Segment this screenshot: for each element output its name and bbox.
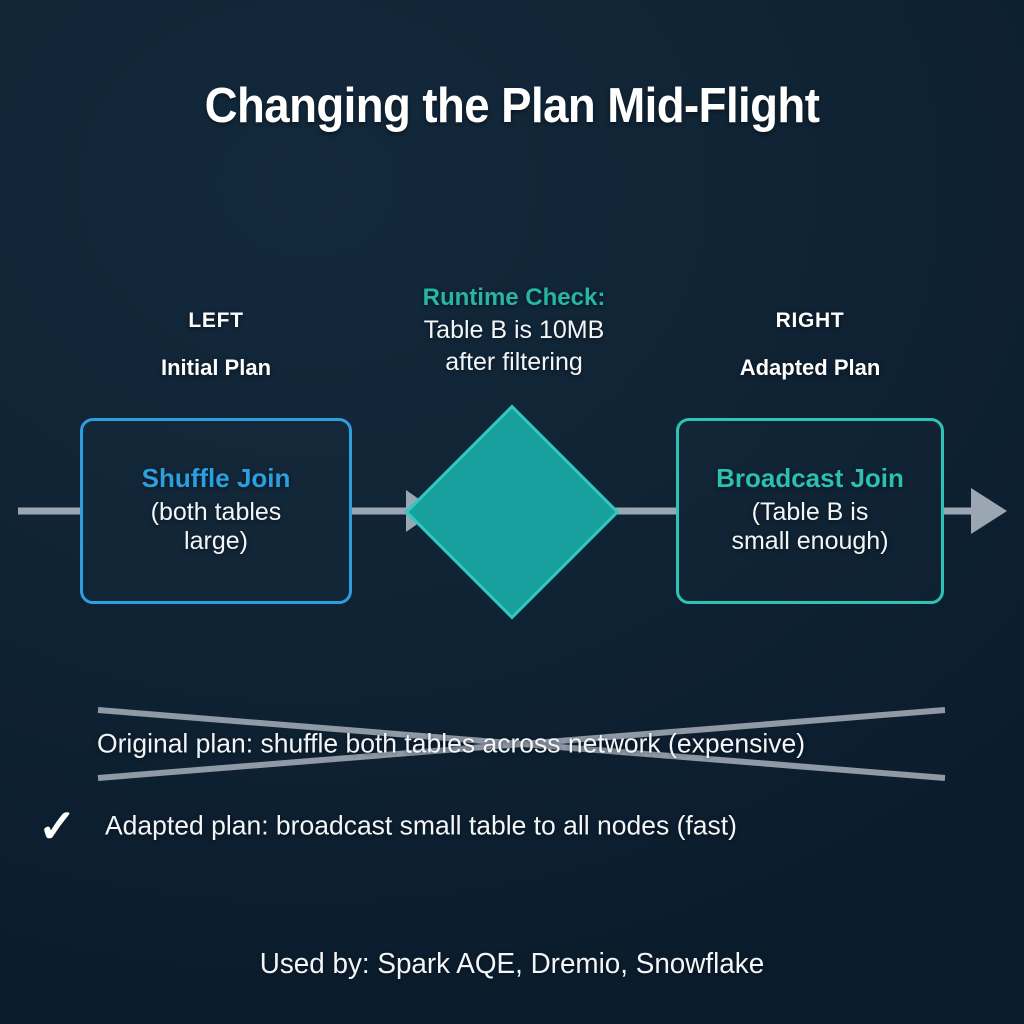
check-icon: ✓	[38, 800, 77, 852]
right-column-caption: RIGHT Adapted Plan	[676, 310, 944, 379]
node-adapted-plan[interactable]: Broadcast Join (Table B is small enough)	[676, 418, 944, 604]
runtime-check-title: Runtime Check:	[422, 284, 606, 311]
right-kicker-label: RIGHT	[775, 309, 845, 332]
right-node-subtitle-line-2: small enough)	[731, 527, 889, 556]
left-node-subtitle: (both tables large)	[151, 498, 282, 557]
left-node-title: Shuffle Join	[141, 463, 291, 494]
runtime-check-caption: Runtime Check: Table B is 10MB after fil…	[370, 283, 658, 378]
left-column-caption: LEFT Initial Plan	[80, 310, 352, 379]
runtime-check-line-2: after filtering	[445, 347, 583, 376]
strikethrough-x-icon	[97, 707, 946, 781]
left-node-subtitle-line-1: (both tables	[150, 497, 282, 526]
bullet-rejected-plan: Original plan: shuffle both tables acros…	[97, 728, 806, 759]
node-initial-plan[interactable]: Shuffle Join (both tables large)	[80, 418, 352, 604]
footer-note: Used by: Spark AQE, Dremio, Snowflake	[259, 948, 765, 980]
left-node-subtitle-line-2: large)	[184, 527, 248, 556]
left-kicker-label: LEFT	[188, 309, 244, 332]
right-node-subtitle: (Table B is small enough)	[731, 498, 888, 557]
right-node-subtitle-line-1: (Table B is	[751, 497, 869, 526]
exit-arrowhead	[971, 488, 1007, 534]
runtime-check-line-1: Table B is 10MB	[423, 315, 605, 344]
strike-line-up	[97, 707, 946, 781]
page-title: Changing the Plan Mid-Flight	[204, 79, 820, 133]
left-caption-label: Initial Plan	[160, 355, 272, 380]
right-caption-label: Adapted Plan	[739, 355, 881, 380]
bullet-accepted-plan: Adapted plan: broadcast small table to a…	[105, 810, 737, 841]
right-node-title: Broadcast Join	[716, 463, 904, 494]
